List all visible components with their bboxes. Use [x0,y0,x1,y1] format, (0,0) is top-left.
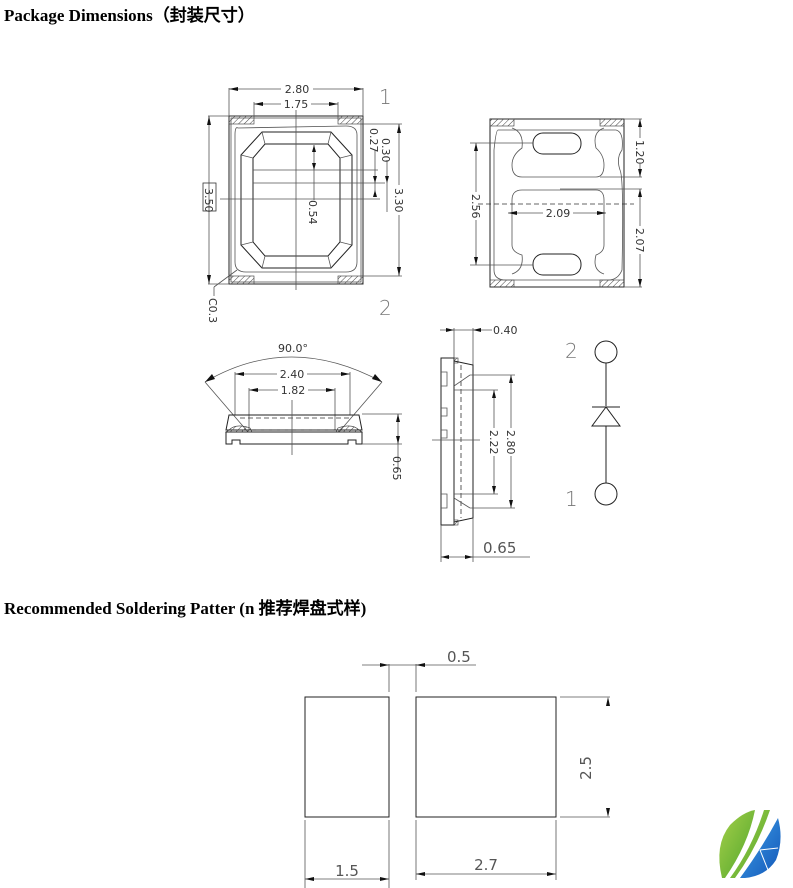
front-view: 90.0° 2.40 1.82 0.65 [204,342,403,481]
dim-top-offset-a: 0.27 [367,128,380,153]
dim-bottom-pad-top: 1.20 [633,140,646,165]
dim-solder-pad1-width: 1.5 [335,862,359,880]
soldering-pattern: 0.5 2.5 1.5 2.7 [304,648,610,888]
side-view: 0.40 2.80 2.22 0.65 [432,324,530,562]
dim-solder-pad-height: 2.5 [577,756,595,780]
dim-side-thickness: 0.65 [483,539,516,557]
dim-side-length-outer: 2.80 [504,430,517,455]
dim-solder-pad2-width: 2.7 [474,856,498,874]
dim-top-height-inner: 3.30 [392,188,405,213]
section-heading-soldering-pattern: Recommended Soldering Patter (n 推荐焊盘式样) [4,599,367,618]
bottom-view: 1.20 2.07 2.56 2.09 [469,118,646,288]
dim-top-height-outer: 3.50 [202,188,215,213]
dim-solder-gap: 0.5 [447,648,471,666]
schematic-pin-1: 1 [565,487,578,511]
dim-front-angle: 90.0° [278,342,308,355]
led-schematic: 2 1 [565,339,621,511]
pin-1-label: 1 [379,85,392,109]
dim-side-length-inner: 2.22 [487,430,500,455]
top-view: 2.80 1.75 3.50 3.30 0.27 0.30 0.54 [202,83,405,323]
section-heading-package-dimensions: Package Dimensions（封装尺寸） [4,6,255,25]
dim-bottom-pad-span: 2.56 [469,194,482,219]
dim-front-height: 0.65 [390,456,403,481]
solder-pad-1 [304,696,390,818]
dim-front-width-outer: 2.40 [280,368,305,381]
dim-bottom-pad-bottom: 2.07 [633,228,646,253]
dim-top-width-inner: 1.75 [284,98,309,111]
dim-top-width-outer: 2.80 [285,83,310,96]
schematic-pin-2: 2 [565,339,578,363]
company-logo [719,810,781,878]
dim-bottom-pad-width: 2.09 [546,207,571,220]
diode-icon [591,406,621,427]
dim-front-width-inner: 1.82 [281,384,306,397]
pin-2-label: 2 [379,296,392,320]
solder-pad-2 [415,696,557,818]
dim-top-center-offset: 0.54 [306,200,319,225]
dim-chamfer: C0.3 [206,298,219,323]
dim-side-top-offset: 0.40 [493,324,518,337]
dim-top-offset-b: 0.30 [379,138,392,163]
